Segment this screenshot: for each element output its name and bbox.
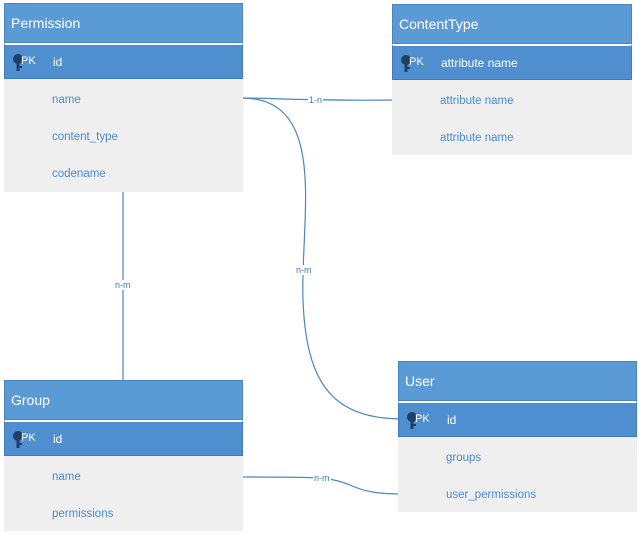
entity-title: User	[405, 373, 435, 389]
relation-label-permission-group: n-m	[114, 280, 132, 290]
pk-label: PK	[415, 413, 430, 425]
field-row[interactable]: attribute name	[440, 95, 514, 107]
pk-field: id	[53, 55, 63, 69]
pk-field: id	[447, 413, 457, 427]
field-row[interactable]: attribute name	[440, 132, 514, 144]
entity-title: Group	[11, 392, 50, 408]
field-row[interactable]: name	[52, 471, 81, 483]
pk-row[interactable]: PK attribute name	[392, 44, 632, 80]
relation-label-permission-user: n-m	[295, 265, 313, 275]
field-row[interactable]: groups	[446, 452, 482, 464]
key-icon	[401, 55, 411, 72]
relation-label-permission-contenttype: 1-n	[308, 95, 324, 105]
entity-body: name content_type codename	[4, 79, 243, 192]
entity-body: attribute name attribute name	[392, 80, 632, 155]
entity-user-header[interactable]: User	[398, 361, 637, 401]
pk-row[interactable]: PK id	[4, 43, 243, 79]
entity-body: name permissions	[4, 456, 243, 531]
pk-row[interactable]: PK id	[4, 420, 243, 456]
entity-group-header[interactable]: Group	[4, 380, 243, 420]
pk-field: id	[53, 432, 63, 446]
pk-field: attribute name	[441, 56, 518, 70]
relation-label-group-user: n-m	[313, 473, 331, 483]
field-row[interactable]: codename	[52, 168, 106, 180]
entity-user[interactable]: User PK id groups user_permissions	[398, 361, 637, 512]
field-row[interactable]: name	[52, 94, 81, 106]
entity-contenttype[interactable]: ContentType PK attribute name attribute …	[392, 4, 632, 155]
entity-title: Permission	[11, 15, 81, 31]
pk-label: PK	[21, 432, 36, 444]
pk-row[interactable]: PK id	[398, 401, 637, 437]
field-row[interactable]: content_type	[52, 131, 118, 143]
entity-contenttype-header[interactable]: ContentType	[392, 4, 632, 44]
entity-group[interactable]: Group PK id name permissions	[4, 380, 243, 531]
entity-permission-header[interactable]: Permission	[4, 3, 243, 43]
line-group-user	[241, 476, 401, 495]
key-icon	[407, 412, 417, 429]
entity-permission[interactable]: Permission PK id name content_type coden…	[4, 3, 243, 192]
key-icon	[13, 54, 23, 71]
key-icon	[13, 431, 23, 448]
entity-body: groups user_permissions	[398, 437, 637, 512]
entity-title: ContentType	[399, 16, 479, 32]
line-permission-user	[241, 97, 401, 420]
field-row[interactable]: user_permissions	[446, 489, 537, 501]
pk-label: PK	[21, 55, 36, 67]
line-permission-contenttype	[241, 97, 394, 101]
pk-label: PK	[409, 56, 424, 68]
field-row[interactable]: permissions	[52, 508, 114, 520]
